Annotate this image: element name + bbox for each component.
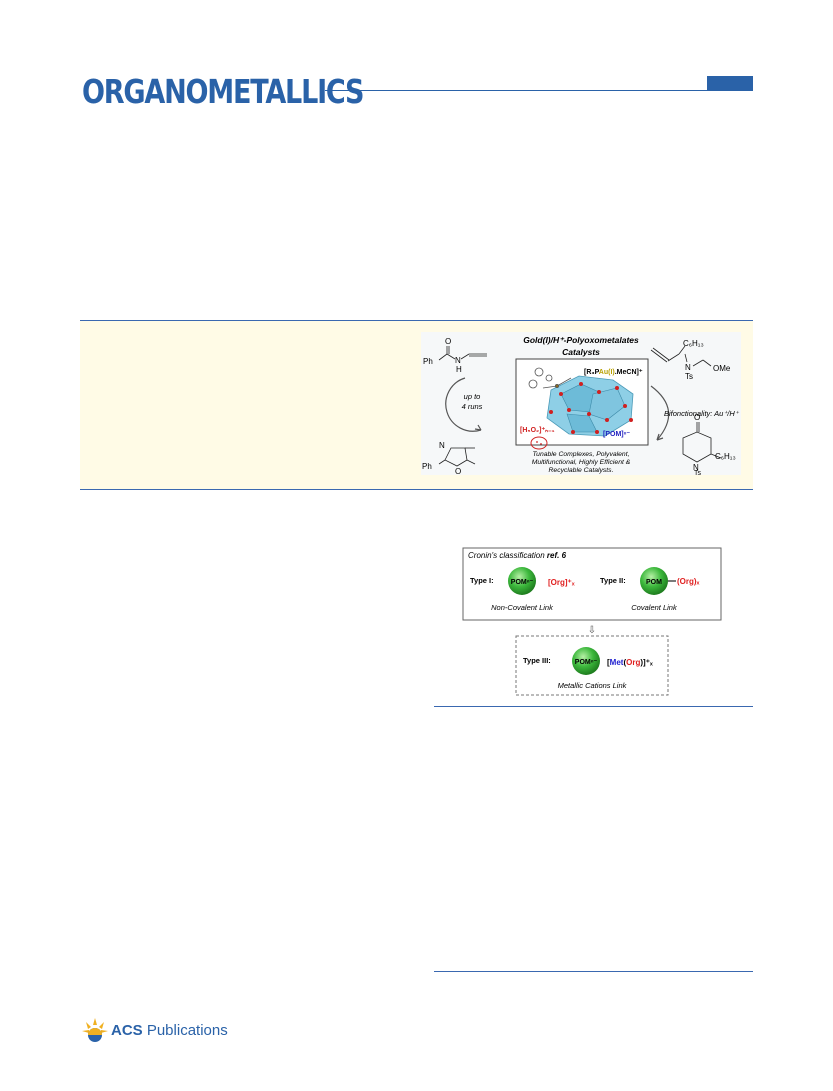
figure-caption-rule-top bbox=[434, 706, 753, 707]
type2-label: Type II: bbox=[600, 576, 626, 585]
chem-n-4: N bbox=[693, 463, 699, 472]
pom-sphere-icon-type2 bbox=[640, 567, 668, 595]
chem-o-1: O bbox=[445, 337, 451, 346]
chem-ph-1: Ph bbox=[423, 357, 433, 366]
toc-title-line1: Gold(I)/H⁺-Polyoxometalates bbox=[523, 335, 639, 345]
logo-word-publications: Publications bbox=[142, 1022, 228, 1039]
classification-box bbox=[462, 547, 722, 621]
propargyl-amide-structure bbox=[438, 346, 487, 361]
type1-label: Type I: bbox=[470, 576, 494, 585]
figure-caption-rule-bottom bbox=[434, 971, 753, 972]
type3-label: Type III: bbox=[523, 656, 551, 665]
pom-cluster-icon bbox=[546, 375, 634, 437]
reaction-arrow-icon bbox=[650, 385, 670, 441]
journal-title: ORGANOMETALLICS bbox=[82, 72, 365, 111]
chem-ts-2: Ts bbox=[694, 470, 702, 475]
toc-caption-line2: Multifunctional, Highly Efficient & bbox=[532, 459, 631, 466]
chem-c6h13-top: C₆H₁₃ bbox=[683, 339, 704, 348]
chem-o-2: O bbox=[455, 467, 461, 475]
recycle-arrow-icon bbox=[445, 377, 482, 432]
logo-word-acs: ACS bbox=[111, 1022, 143, 1039]
toc-graphic: Gold(I)/H⁺-Polyoxometalates Catalysts [R… bbox=[421, 332, 741, 475]
chem-n-1: N bbox=[455, 356, 461, 365]
pom-sphere-icon-type1 bbox=[508, 567, 536, 595]
chem-n-2: N bbox=[439, 441, 445, 450]
type3-sphere-label: POMⁿ⁻ bbox=[575, 659, 598, 666]
chem-n-3: N bbox=[685, 363, 691, 372]
pom-anion-label: [POM]ⁿ⁻ bbox=[603, 431, 630, 438]
type1-sphere-label: POMⁿ⁻ bbox=[511, 579, 534, 586]
type3-caption: Metallic Cations Link bbox=[558, 681, 628, 690]
header-rule bbox=[325, 90, 753, 91]
chem-h-1: H bbox=[456, 365, 462, 374]
classification-header: Cronin's classification ref. 6 bbox=[468, 551, 567, 560]
pom-sphere-icon-type3 bbox=[572, 647, 600, 675]
bifunctionality-label: Bifonctionality: Au⁺/H⁺ bbox=[664, 409, 740, 418]
acs-logo-icon bbox=[82, 1018, 108, 1042]
down-arrow-icon: ⇩ bbox=[588, 625, 596, 636]
classification-figure: Cronin's classification ref. 6 Type I: P… bbox=[462, 547, 722, 696]
toc-caption-line3: Recyclable Catalysts. bbox=[549, 467, 614, 474]
type2-org: (Org)ₓ bbox=[677, 577, 700, 586]
oxazoline-structure bbox=[438, 447, 476, 467]
piperidinone-structure bbox=[682, 422, 722, 463]
h5o2-label: [H₅O₂]⁺ₙ₋₁ bbox=[520, 427, 555, 434]
alkyne-sulfonamide-structure bbox=[650, 345, 712, 367]
chem-o-3: O bbox=[694, 413, 700, 422]
chem-ph-2: Ph bbox=[422, 462, 432, 471]
type1-caption: Non-Covalent Link bbox=[491, 603, 554, 612]
chem-ts-1: Ts bbox=[685, 372, 693, 381]
toc-caption-line1: Tunable Complexes, Polyvalent, bbox=[533, 451, 630, 458]
type2-caption: Covalent Link bbox=[631, 603, 678, 612]
chem-c6h13-bottom: C₆H₁₃ bbox=[715, 452, 736, 461]
proton-icon bbox=[530, 436, 548, 450]
gold-complex-label: [R₃PAu(I).MeCN]⁺ bbox=[584, 369, 643, 376]
type2-sphere-label: POM bbox=[646, 579, 662, 586]
acs-publications-logo-text[interactable]: ACS Publications bbox=[111, 1022, 228, 1039]
runs-line2: 4 runs bbox=[462, 402, 483, 411]
type3-met: [Met(Org)]⁺ₓ bbox=[607, 658, 653, 667]
chem-ome: OMe bbox=[713, 364, 731, 373]
gold-complex-icon bbox=[528, 367, 572, 389]
toc-title-line2: Catalysts bbox=[562, 347, 600, 357]
runs-line1: up to bbox=[464, 392, 481, 401]
type1-org: [Org]⁺ₓ bbox=[548, 578, 575, 587]
header-tab bbox=[707, 76, 753, 91]
